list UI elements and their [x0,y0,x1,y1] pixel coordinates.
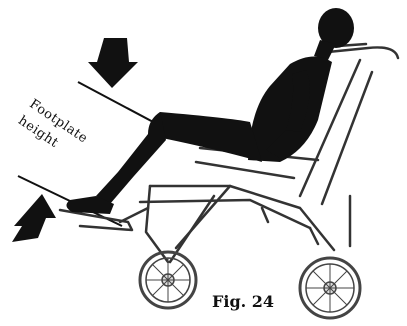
front-wheel [140,252,196,308]
top-down-arrow [88,38,138,88]
bottom-up-arrow [12,194,56,242]
rear-wheel [300,258,360,318]
figure-caption: Fig. 24 [212,292,274,311]
